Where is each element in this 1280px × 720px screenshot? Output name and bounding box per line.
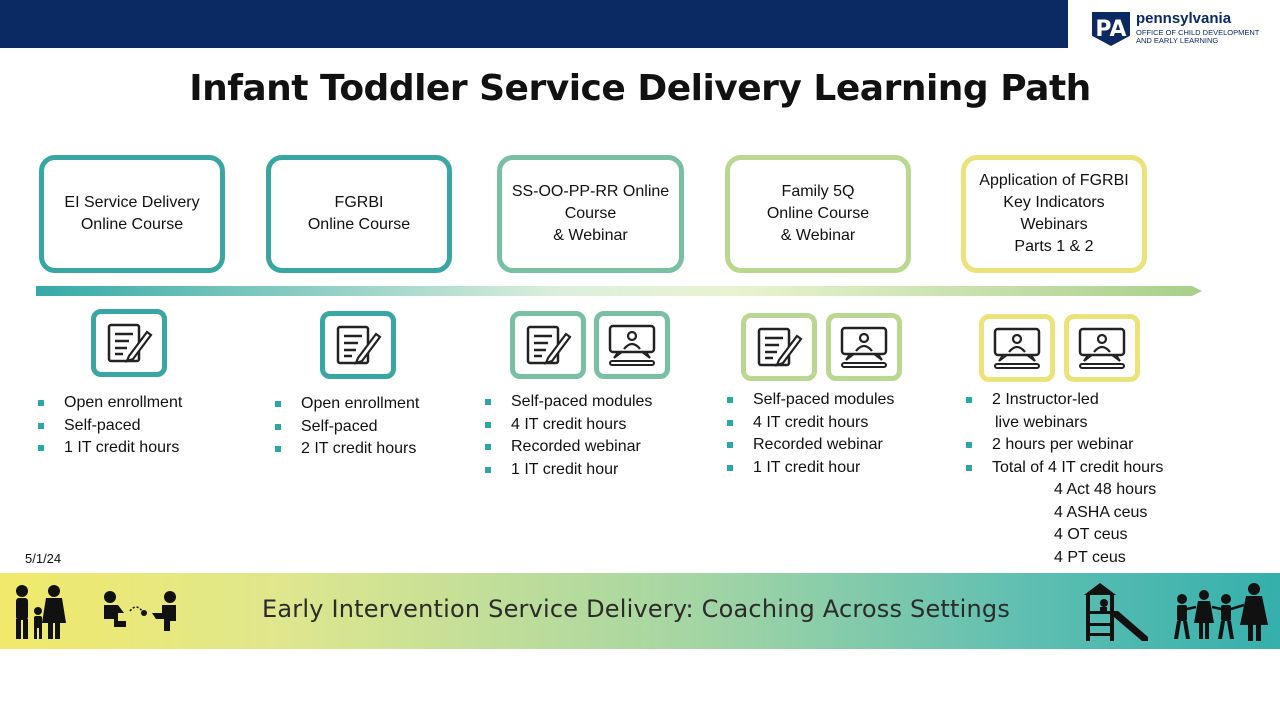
list-subitem: 4 PT ceus <box>1054 548 1126 566</box>
timeline-arrow <box>36 286 1202 296</box>
details-list-fgrbi: Open enrollment Self-paced 2 IT credit h… <box>273 393 419 461</box>
list-item: 2 hours per webinar <box>964 434 1163 457</box>
course-box-application-fgrbi: Application of FGRBI Key Indicators Webi… <box>961 155 1147 273</box>
course-box-ss-oo-pp-rr: SS-OO-PP-RR Online Course & Webinar <box>497 155 684 273</box>
document-pencil-icon <box>741 313 817 381</box>
course-box-family-5q: Family 5Q Online Course & Webinar <box>725 155 911 273</box>
list-subitem: 4 OT ceus <box>1054 526 1128 543</box>
document-pencil-icon <box>510 311 586 379</box>
details-list-ei-service-delivery: Open enrollment Self-paced 1 IT credit h… <box>36 392 182 460</box>
list-item: Self-paced <box>36 415 182 438</box>
list-item: Open enrollment <box>36 392 182 415</box>
list-item: 1 IT credit hour <box>483 459 652 482</box>
list-item: 2 IT credit hours <box>273 438 419 461</box>
parent-child-icon <box>16 585 66 639</box>
list-item: 2 Instructor-led <box>964 389 1163 412</box>
course-box-ei-service-delivery: EI Service Delivery Online Course <box>39 155 225 273</box>
document-pencil-icon <box>91 309 167 377</box>
course-label: FGRBI Online Course <box>307 194 411 233</box>
list-item-continuation: live webinars <box>995 413 1088 431</box>
list-item: Open enrollment <box>273 393 419 416</box>
list-subitem: 4 ASHA ceus <box>1054 503 1148 521</box>
list-subitem: 4 Act 48 hours <box>1054 481 1157 498</box>
list-item: 1 IT credit hour <box>725 457 894 480</box>
pa-keystone-badge: PA <box>1092 12 1130 46</box>
slide-date: 5/1/24 <box>25 551 62 566</box>
children-playing-ball-icon <box>104 591 176 631</box>
details-list-ss-oo-pp-rr: Self-paced modules 4 IT credit hours Rec… <box>483 391 652 481</box>
webinar-presentation-icon <box>1064 314 1140 382</box>
pa-ocdel-logo: PA pennsylvania Office of Child Developm… <box>1092 8 1277 48</box>
details-list-family-5q: Self-paced modules 4 IT credit hours Rec… <box>725 389 894 479</box>
webinar-presentation-icon <box>826 313 902 381</box>
playground-slide-icon <box>1084 583 1148 641</box>
footer-banner: Early Intervention Service Delivery: Coa… <box>0 573 1280 649</box>
page-title: Infant Toddler Service Delivery Learning… <box>189 68 1091 109</box>
list-item: 1 IT credit hours <box>36 437 182 460</box>
list-item: Self-paced modules <box>483 391 652 414</box>
list-item: Recorded webinar <box>725 434 894 457</box>
list-item: Recorded webinar <box>483 436 652 459</box>
list-item: 4 IT credit hours <box>725 412 894 435</box>
footer-tagline: Early Intervention Service Delivery: Coa… <box>262 595 1011 623</box>
children-group-icon <box>1174 583 1268 641</box>
list-item: Self-paced modules <box>725 389 894 412</box>
list-item: 4 IT credit hours <box>483 414 652 437</box>
webinar-presentation-icon <box>979 314 1055 382</box>
course-box-fgrbi: FGRBI Online Course <box>266 155 452 273</box>
course-label: SS-OO-PP-RR Online Course & Webinar <box>511 183 670 244</box>
list-item: Self-paced <box>273 416 419 439</box>
course-label: Application of FGRBI Key Indicators Webi… <box>979 172 1129 255</box>
webinar-presentation-icon <box>594 311 670 379</box>
list-item: Total of 4 IT credit hours <box>964 457 1163 480</box>
details-list-application-fgrbi: 2 Instructor-led live webinars 2 hours p… <box>964 389 1163 569</box>
logo-brand-text: pennsylvania <box>1136 10 1232 27</box>
logo-subtitle: Office of Child Development and Early Le… <box>1136 28 1260 45</box>
course-label: EI Service Delivery Online Course <box>64 194 200 233</box>
course-label: Family 5Q Online Course & Webinar <box>766 183 870 244</box>
document-pencil-icon <box>320 311 396 379</box>
top-banner <box>0 0 1068 48</box>
